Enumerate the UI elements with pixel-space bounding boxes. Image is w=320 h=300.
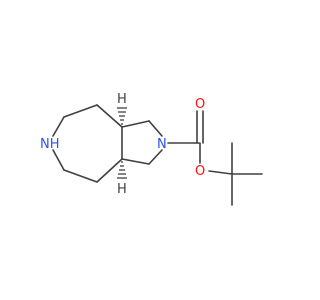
atom-label-n: N — [157, 137, 167, 152]
bond-n-c5 — [148, 149, 163, 165]
bond-c8-nh — [52, 149, 65, 171]
atom-label-h-top: H — [117, 92, 127, 107]
bond-c4-n — [148, 120, 163, 137]
bond-c7-c8 — [63, 169, 98, 183]
bond-c6a-c7 — [96, 158, 123, 183]
bond-nh-c1 — [52, 116, 65, 137]
bond-c3a-c4 — [121, 120, 150, 128]
bond-c1-c2 — [63, 104, 98, 118]
bond-c2-c3a — [96, 104, 123, 128]
stereo-hash-bottom — [117, 161, 127, 179]
atom-label-o-ester: O — [195, 164, 205, 179]
molecule-structure: NH N O O H H — [40, 92, 263, 206]
structure-canvas: NH N O O H H — [40, 92, 263, 206]
bond-oester-cquat — [208, 170, 233, 175]
stereo-hash-top — [117, 107, 127, 125]
atom-label-o-carbonyl: O — [195, 97, 205, 112]
atom-label-h-bottom: H — [117, 182, 127, 197]
bond-c5-c6a — [121, 158, 150, 165]
atom-label-nh: NH — [40, 137, 60, 152]
